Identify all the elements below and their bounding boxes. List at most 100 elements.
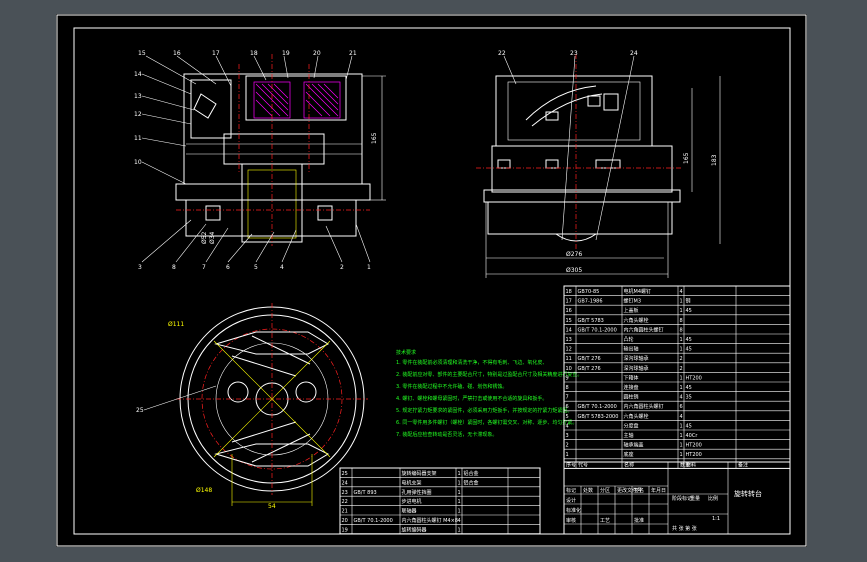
outer-frame (56, 14, 807, 547)
side-height-dim-2: 183 (711, 154, 718, 166)
side-width-dim-2: Ø305 (566, 267, 582, 274)
bom-lower-cell: 孔用弹性挡圈 (402, 489, 432, 496)
title-block-field: 阶段标记 (672, 495, 692, 502)
bom-upper-cell: GB/T 276 (578, 356, 601, 362)
bom-upper-cell: 35 (686, 395, 692, 401)
bom-lower-cell: 旋转编码器 (402, 526, 427, 533)
bom-header-cell: 代号 (578, 461, 588, 468)
drawing-title: 旋转转台 (734, 489, 762, 498)
bom-upper-cell: 15 (566, 318, 572, 324)
title-block-field: 重量 (690, 495, 700, 502)
title-block-field: 工艺 (600, 518, 610, 524)
bom-upper-cell: 4 (680, 289, 683, 295)
plan-label-2: Ø148 (196, 487, 212, 494)
bom-lower-cell: 1 (458, 471, 461, 477)
title-block-field: 设计 (566, 497, 576, 504)
title-block-field: 分区 (600, 487, 610, 494)
bom-upper-cell: 底座 (624, 451, 634, 458)
bom-upper-cell: GB/T 276 (578, 366, 601, 372)
balloon-1: 1 (367, 264, 371, 271)
bom-upper-cell: 内六角圆柱头螺钉 (624, 403, 664, 410)
title-block-field: 更改文件号 (617, 487, 642, 494)
balloon-24: 24 (630, 50, 638, 57)
bom-upper-cell: 深沟球轴承 (624, 365, 649, 372)
bom-lower-cell: 24 (342, 480, 348, 486)
tech-notes: 技术要求 1. 零件在装配前必须清理和清洗干净，不得有毛刺、飞边、氧化皮、 2.… (396, 349, 582, 438)
bom-upper-cell: 1 (680, 433, 683, 439)
bom-lower-cell: 22 (342, 499, 348, 505)
bom-upper-cell: HT200 (686, 375, 702, 381)
bom-upper-cell: 5 (566, 414, 569, 420)
balloon-14: 14 (134, 71, 142, 78)
bom-upper-cell: 凸轮 (624, 336, 634, 343)
title-block-field: 处数 (583, 487, 593, 494)
bom-upper-cell: 内六角圆柱头螺钉 (624, 326, 664, 333)
bom-lower-cell: 铝合金 (464, 479, 479, 486)
bom-upper-cell: 45 (686, 337, 692, 343)
bom-header-cell: 备注 (738, 461, 748, 468)
front-section-view: 165 Ø52 Ø34 15 16 17 18 19 20 21 (134, 50, 386, 271)
drawing-canvas: 165 Ø52 Ø34 15 16 17 18 19 20 21 (56, 14, 807, 547)
bom-upper-cell: 1 (680, 308, 683, 314)
balloon-11: 11 (134, 135, 142, 142)
bom-upper-cell: 8 (680, 327, 683, 333)
bom-upper-cell: 8 (566, 385, 569, 391)
balloon-5: 5 (254, 264, 258, 271)
bom-header-cell: 名称 (624, 461, 634, 468)
balloon-8: 8 (172, 264, 176, 271)
bom-lower-cell: 电机支架 (402, 479, 422, 486)
bom-upper-cell: 1 (680, 443, 683, 449)
front-dia-label-1: Ø52 (201, 231, 208, 244)
title-block-field: 标准化 (566, 507, 581, 514)
bom-lower-cell: 1 (458, 509, 461, 515)
bom-upper-cell: 上盖板 (624, 307, 639, 314)
plan-view: 54 Ø111 Ø148 25 (136, 303, 368, 510)
scale-value: 1:1 (712, 516, 720, 522)
bom-lower-cell: 25 (342, 471, 348, 477)
bom-upper-cell: 16 (566, 308, 572, 314)
bom-upper-cell: 45 (686, 423, 692, 429)
bom-upper-cell: 1 (680, 337, 683, 343)
title-block-field: 审核 (566, 517, 576, 524)
bom-upper-cell: 45 (686, 347, 692, 353)
bom-upper-cell: 45 (686, 385, 692, 391)
front-dia-label-2: Ø34 (209, 231, 216, 244)
bom-upper-cell: 螺钉M3 (624, 298, 642, 305)
tech-note-2: 2. 装配前应对零、部件的主要配合尺寸，特别是过盈配合尺寸及相关精度进行复查。 (396, 371, 582, 378)
bom-lower-cell: GB/T 893 (354, 490, 377, 496)
bom-upper-cell: GB/T 5783-2000 (578, 414, 619, 420)
tech-notes-title: 技术要求 (396, 349, 416, 356)
balloon-21: 21 (349, 50, 357, 57)
balloon-4: 4 (280, 264, 284, 271)
side-height-dim-1: 165 (683, 152, 690, 164)
bom-upper-cell: 六角头螺栓 (624, 413, 649, 420)
bom-upper-cell: GB/T 5783 (578, 318, 604, 324)
balloon-22: 22 (498, 50, 506, 57)
balloon-13: 13 (134, 93, 142, 100)
hatch-block-right (303, 81, 341, 119)
title-block-field: 比例 (708, 495, 718, 502)
bom-lower-cell: 20 (342, 518, 348, 524)
balloon-20: 20 (313, 50, 321, 57)
bom-header-cell: 序号 (566, 461, 576, 468)
bom-upper-cell: GB/T 70.1-2000 (578, 327, 617, 333)
bom-upper-cell: 2 (566, 443, 569, 449)
bom-lower-cell: 旋转编码器支架 (402, 470, 437, 477)
bom-upper-cell: 下箱体 (624, 374, 639, 381)
bom-upper-cell: GB/T 70.1-2000 (578, 404, 617, 410)
bom-header-cell: 数量 (680, 461, 690, 468)
bom-upper-cell: 13 (566, 337, 572, 343)
balloon-15: 15 (138, 50, 146, 57)
bom-upper-cell: 1 (680, 299, 683, 305)
bom-upper-cell: 6 (566, 404, 569, 410)
bom-upper-cell: 10 (566, 366, 572, 372)
tech-note-4: 4. 螺钉、螺栓和螺母紧固时，严禁打击或使用不合适的旋具和扳手。 (396, 395, 547, 402)
bom-lower-cell: 步进电机 (402, 498, 422, 505)
bom-upper-cell: 1 (680, 452, 683, 458)
bom-lower-cell: 23 (342, 490, 348, 496)
balloon-10: 10 (134, 159, 142, 166)
balloon-23: 23 (570, 50, 578, 57)
bom-upper-cell: 17 (566, 299, 572, 305)
